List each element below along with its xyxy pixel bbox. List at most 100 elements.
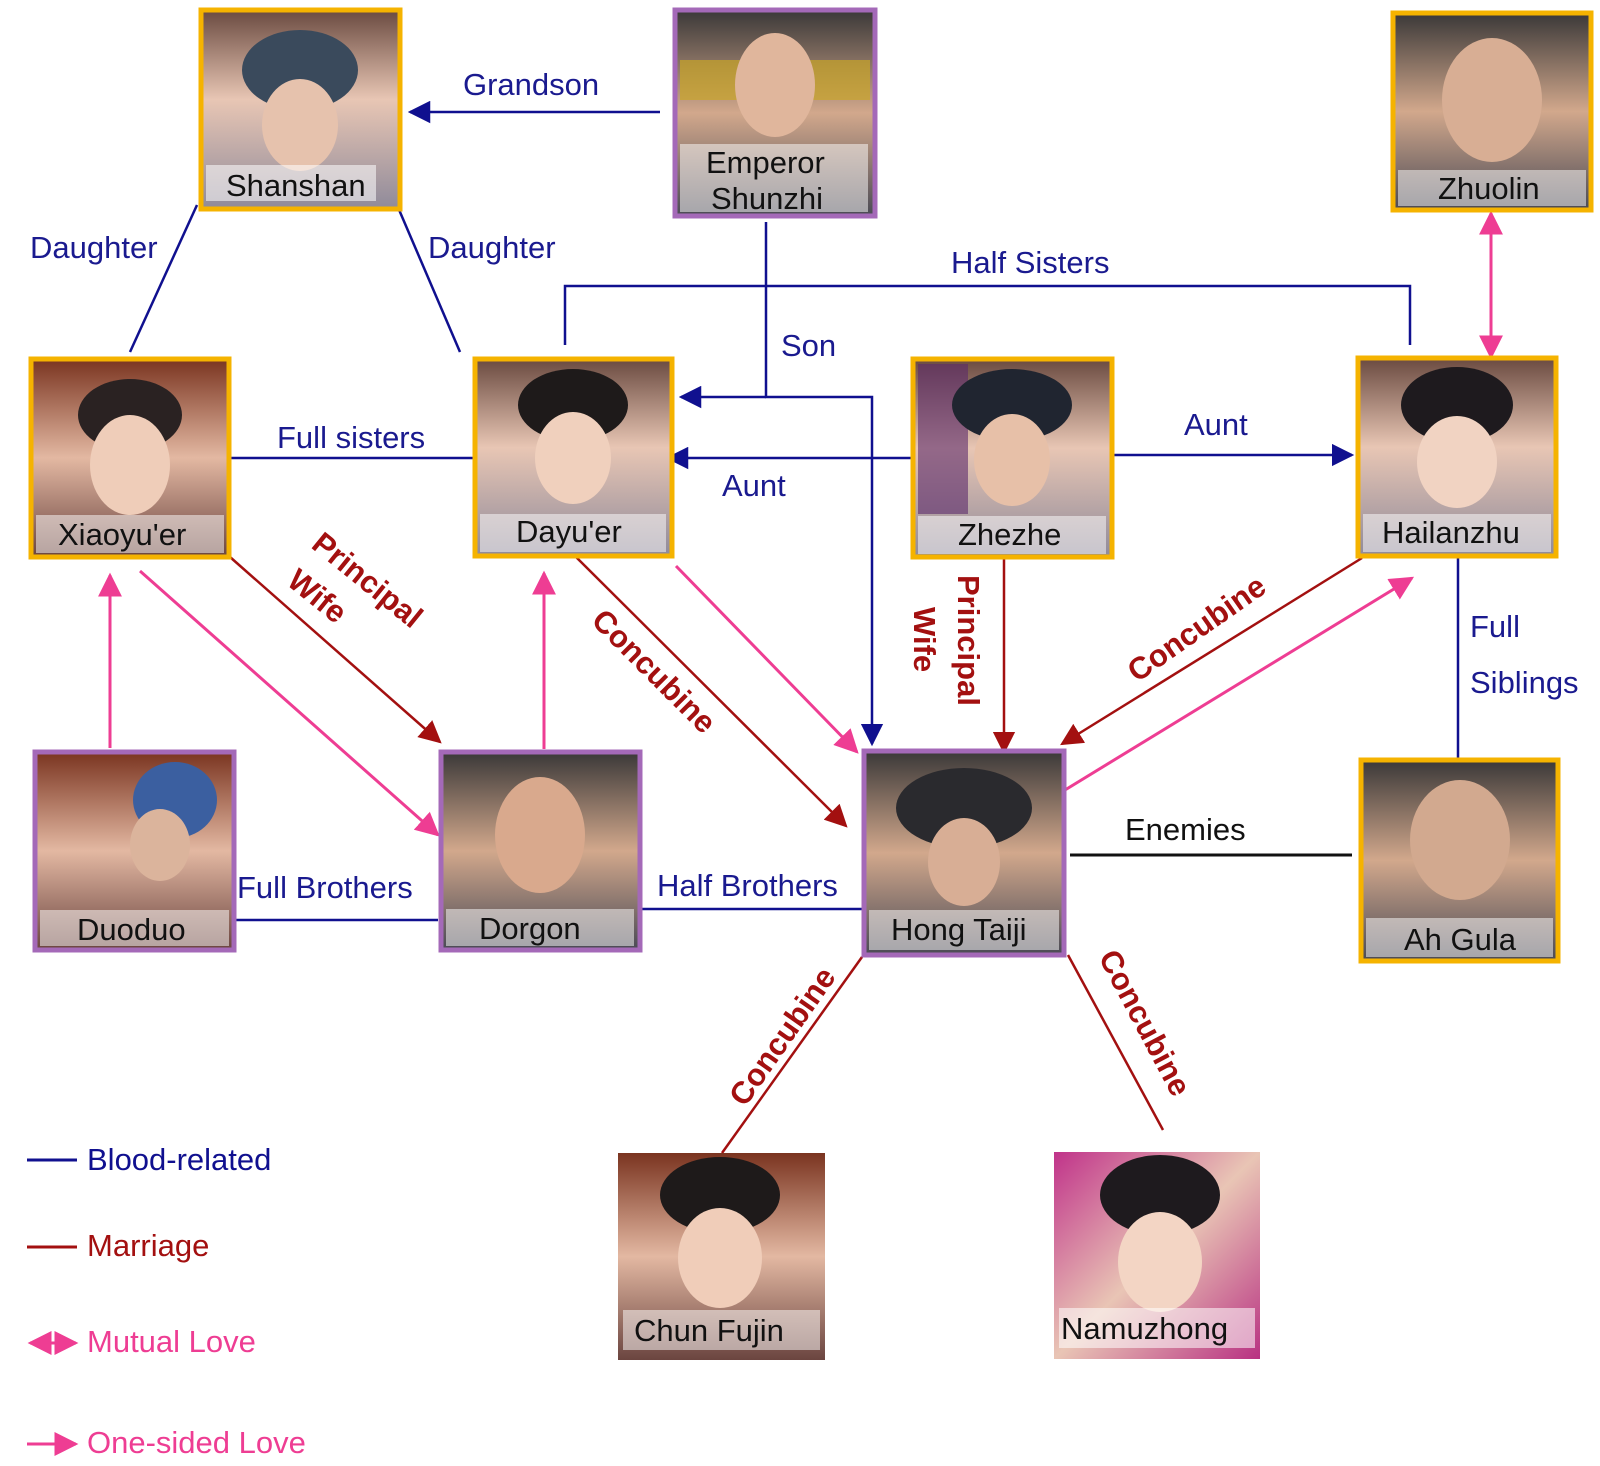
face-zhuolin xyxy=(1442,38,1542,162)
label-grandson: Grandson xyxy=(463,67,599,102)
name-namuzhong: Namuzhong xyxy=(1061,1311,1228,1346)
edge-hongtaiji-namuzhong xyxy=(1066,954,1165,1131)
label-concubine-namu: Concubine xyxy=(1092,944,1198,1102)
nameplate-hongtaiji xyxy=(869,910,1059,950)
name-hailanzhu: Hailanzhu xyxy=(1382,515,1520,550)
name-shunzhi-line1: Emperor xyxy=(706,145,825,180)
edge-hongtaiji-chunfujin xyxy=(720,956,864,1154)
hair-zhezhe xyxy=(952,369,1072,441)
label-half-sisters: Half Sisters xyxy=(951,245,1109,280)
face-namuzhong xyxy=(1118,1212,1202,1312)
hair-namuzhong xyxy=(1100,1155,1220,1235)
edge-shanshan-dayuer xyxy=(395,204,462,353)
label-concubine-namu-text: Concubine xyxy=(1092,944,1198,1102)
label-full-sisters: Full sisters xyxy=(277,420,425,455)
name-ahgula: Ah Gula xyxy=(1404,922,1517,957)
node-ahgula[interactable]: Ah Gula xyxy=(1358,757,1561,964)
node-duoduo[interactable]: Duoduo xyxy=(32,749,237,953)
nameplate-hailanzhu xyxy=(1363,514,1551,552)
hair-chunfujin xyxy=(660,1157,780,1233)
edge-labels: Grandson Daughter Daughter Half Sisters … xyxy=(30,67,1579,1112)
face-duoduo xyxy=(130,809,190,881)
node-dorgon[interactable]: Dorgon xyxy=(438,749,643,953)
nodes: Shanshan Emperor Shunzhi Zhuolin Xiaoyu'… xyxy=(28,7,1594,1360)
nameplate-ahgula xyxy=(1366,918,1553,957)
edge-dayuer-hongtaiji-concubine xyxy=(574,555,848,828)
name-hongtaiji: Hong Taiji xyxy=(891,912,1027,947)
legend: Blood-related Marriage Mutual Love One-s… xyxy=(27,1142,306,1460)
label-half-brothers: Half Brothers xyxy=(657,868,838,903)
headdress-shanshan xyxy=(242,30,358,110)
node-zhuolin[interactable]: Zhuolin xyxy=(1390,10,1594,213)
name-zhezhe: Zhezhe xyxy=(958,517,1061,552)
label-aunt-left: Aunt xyxy=(722,468,786,503)
label-siblings: Siblings xyxy=(1470,665,1579,700)
face-shanshan xyxy=(262,79,338,171)
label-principal-wife-1: Principal Wife xyxy=(281,525,429,635)
legend-mutual-label: Mutual Love xyxy=(87,1324,256,1359)
face-dorgon xyxy=(495,777,585,893)
label-concubine-dayuer-text: Concubine xyxy=(585,602,723,740)
name-shanshan: Shanshan xyxy=(226,168,366,203)
legend-blood-label: Blood-related xyxy=(87,1142,271,1177)
label-principal-2: Principal xyxy=(951,575,986,706)
node-zhezhe[interactable]: Zhezhe xyxy=(910,356,1115,560)
edge-hongtaiji-hailanzhu-love xyxy=(1064,576,1415,792)
nameplate-zhezhe xyxy=(918,516,1106,554)
nameplate-shanshan xyxy=(206,165,376,201)
nameplate-chunfujin xyxy=(623,1310,820,1350)
backdrop-zhezhe xyxy=(918,364,968,514)
nameplate-zhuolin xyxy=(1398,170,1586,206)
label-daughter-left: Daughter xyxy=(30,230,158,265)
label-daughter-right: Daughter xyxy=(428,230,556,265)
node-dayuer[interactable]: Dayu'er xyxy=(472,356,675,559)
label-wife-2: Wife xyxy=(907,607,942,672)
name-dorgon: Dorgon xyxy=(479,911,581,946)
name-chunfujin: Chun Fujin xyxy=(634,1313,784,1348)
nameplate-dorgon xyxy=(446,909,634,946)
nameplate-dayuer xyxy=(480,514,666,552)
name-dayuer: Dayu'er xyxy=(516,514,622,549)
node-hongtaiji[interactable]: Hong Taiji xyxy=(861,748,1067,958)
node-namuzhong[interactable]: Namuzhong xyxy=(1054,1152,1260,1359)
name-zhuolin: Zhuolin xyxy=(1438,171,1540,206)
edge-xiaoyuer-dorgon-wife xyxy=(229,556,442,744)
label-concubine-dayuer: Concubine xyxy=(585,602,723,740)
face-zhezhe xyxy=(974,414,1050,506)
node-chunfujin[interactable]: Chun Fujin xyxy=(618,1153,825,1360)
edges xyxy=(98,100,1503,1154)
edge-xiaoyuer-dorgon-love xyxy=(139,569,440,837)
hat-hongtaiji xyxy=(896,768,1032,848)
label-concubine-chun: Concubine xyxy=(722,961,843,1112)
name-duoduo: Duoduo xyxy=(77,912,186,947)
edge-shanshan-xiaoyuer xyxy=(128,204,199,353)
face-chunfujin xyxy=(678,1208,762,1308)
nameplate-xiaoyuer xyxy=(36,515,224,553)
edge-hailanzhu-hongtaiji-concubine xyxy=(1060,556,1363,746)
name-xiaoyuer: Xiaoyu'er xyxy=(58,517,186,552)
label-concubine-chun-text: Concubine xyxy=(722,961,843,1112)
edge-son xyxy=(764,222,884,747)
node-hailanzhu[interactable]: Hailanzhu xyxy=(1355,355,1559,559)
label-full-brothers: Full Brothers xyxy=(237,870,413,905)
face-xiaoyuer xyxy=(90,415,170,515)
face-shunzhi xyxy=(735,33,815,137)
label-enemies: Enemies xyxy=(1125,812,1246,847)
hair-hailanzhu xyxy=(1401,367,1513,443)
legend-onesided-label: One-sided Love xyxy=(87,1425,306,1460)
edge-half-sisters xyxy=(563,284,1412,345)
face-dayuer xyxy=(535,412,611,504)
node-xiaoyuer[interactable]: Xiaoyu'er xyxy=(28,356,232,560)
edge-dayuer-hongtaiji-love xyxy=(674,564,859,754)
face-hongtaiji xyxy=(928,818,1000,906)
node-shanshan[interactable]: Shanshan xyxy=(198,7,403,212)
label-principal-wife-2: Principal Wife xyxy=(907,575,986,706)
label-aunt-right: Aunt xyxy=(1184,407,1248,442)
name-shunzhi-line2: Shunzhi xyxy=(711,181,823,216)
label-son: Son xyxy=(781,328,836,363)
legend-marriage-label: Marriage xyxy=(87,1228,209,1263)
nameplate-shunzhi xyxy=(680,144,868,212)
nameplate-duoduo xyxy=(40,910,229,946)
node-shunzhi[interactable]: Emperor Shunzhi xyxy=(672,7,878,219)
